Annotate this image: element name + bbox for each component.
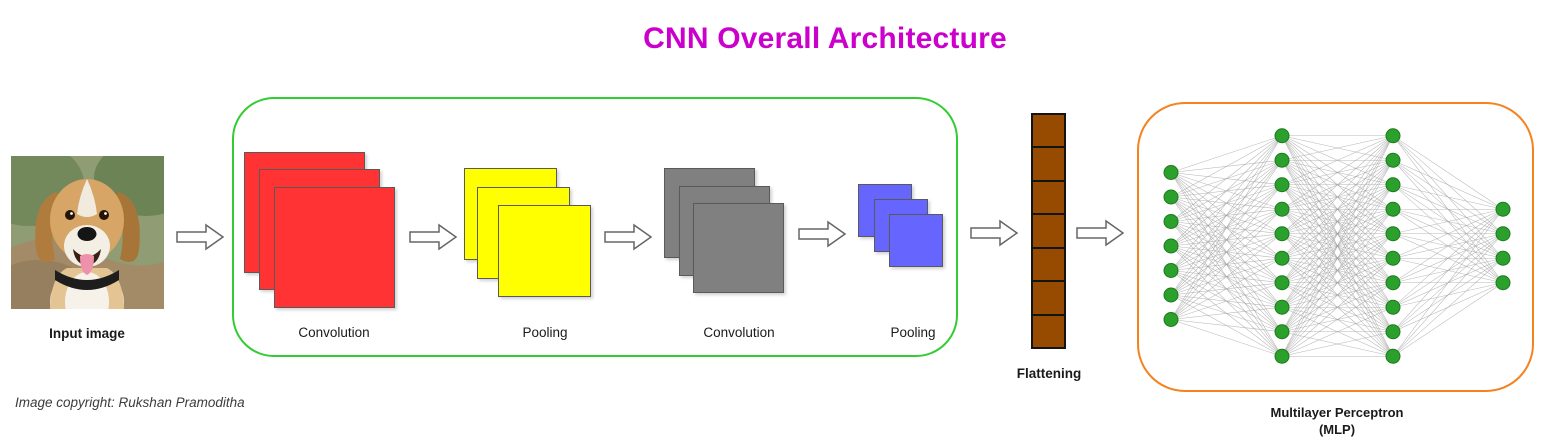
mlp-neuron-node (1274, 275, 1290, 291)
feature-map-square (889, 214, 943, 267)
mlp-neuron-node (1163, 238, 1179, 254)
mlp-neuron-node (1274, 348, 1290, 364)
feature-map-square (498, 205, 591, 297)
feature-map-square (693, 203, 784, 293)
mlp-neuron-node (1274, 226, 1290, 242)
mlp-neuron-node (1274, 177, 1290, 193)
mlp-neuron-node (1495, 250, 1511, 266)
flattening-cell (1033, 315, 1064, 347)
copyright-text: Image copyright: Rukshan Pramoditha (15, 395, 245, 410)
flow-arrow-icon (176, 223, 225, 251)
mlp-neuron-node (1385, 152, 1401, 168)
flattening-cell (1033, 282, 1064, 316)
flattening-column (1031, 113, 1066, 349)
flattening-cell (1033, 115, 1064, 149)
mlp-neuron-node (1274, 152, 1290, 168)
mlp-label-line1: Multilayer Perceptron (1270, 405, 1404, 420)
dog-photo-illustration (11, 156, 164, 309)
feature-extraction-box (232, 97, 958, 357)
flattening-cell (1033, 148, 1064, 182)
mlp-neuron-node (1385, 299, 1401, 315)
mlp-neuron-node (1495, 201, 1511, 217)
input-image-label: Input image (49, 326, 125, 341)
mlp-neuron-node (1385, 348, 1401, 364)
mlp-neuron-node (1385, 177, 1401, 193)
input-dog-image (11, 156, 164, 309)
mlp-neuron-node (1163, 263, 1179, 278)
mlp-neuron-node (1495, 226, 1511, 242)
mlp-neuron-node (1274, 250, 1290, 266)
pooling2-label: Pooling (890, 325, 936, 340)
diagram-title: CNN Overall Architecture (643, 22, 1007, 55)
flow-arrow-icon (798, 220, 847, 248)
flow-arrow-icon (1076, 219, 1125, 247)
mlp-neuron-node (1385, 128, 1401, 144)
mlp-neuron-node (1274, 128, 1290, 144)
flattening-cell (1033, 181, 1064, 216)
mlp-neuron-node (1274, 324, 1290, 340)
mlp-neuron-node (1495, 275, 1511, 291)
flow-arrow-icon (409, 223, 458, 251)
mlp-label-line2: (MLP) (1318, 422, 1356, 437)
feature-map-square (274, 187, 395, 308)
pooling1-label: Pooling (522, 325, 568, 340)
mlp-network-graph (1163, 128, 1511, 364)
flow-arrow-icon (970, 219, 1019, 247)
mlp-box (1137, 102, 1534, 392)
mlp-neuron-node (1385, 226, 1401, 242)
flattening-cell (1033, 248, 1064, 283)
mlp-neuron-node (1163, 287, 1179, 303)
mlp-neuron-node (1163, 165, 1179, 180)
mlp-neuron-node (1385, 275, 1401, 291)
flattening-cell (1033, 215, 1064, 249)
convolution1-label: Convolution (298, 325, 370, 340)
mlp-label: Multilayer Perceptron (MLP) (1187, 404, 1487, 438)
flow-arrow-icon (604, 223, 653, 251)
mlp-neuron-node (1385, 250, 1401, 266)
mlp-neuron-node (1385, 324, 1401, 340)
mlp-neuron-node (1163, 312, 1179, 327)
mlp-neuron-node (1163, 214, 1179, 229)
mlp-neuron-node (1274, 201, 1290, 217)
flattening-label: Flattening (1016, 366, 1082, 381)
mlp-neuron-node (1163, 189, 1179, 205)
mlp-neuron-node (1385, 201, 1401, 217)
mlp-neuron-node (1274, 299, 1290, 315)
convolution2-label: Convolution (703, 325, 775, 340)
